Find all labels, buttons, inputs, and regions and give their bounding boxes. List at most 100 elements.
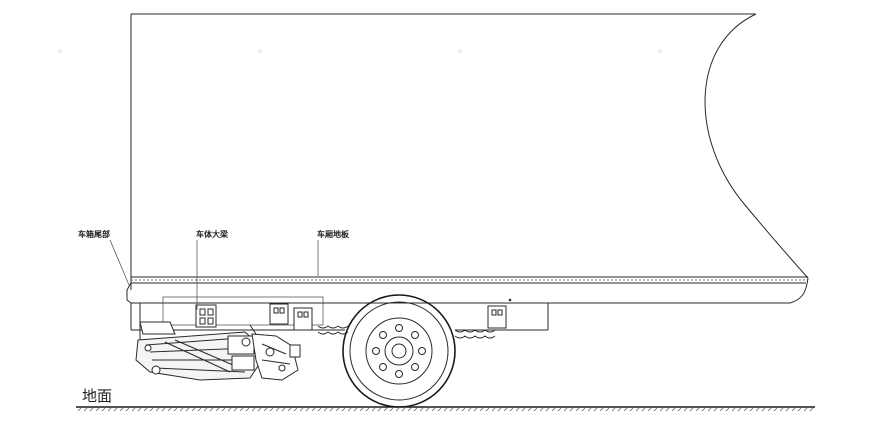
hatch-stroke xyxy=(611,406,617,412)
hatch-stroke xyxy=(503,406,509,412)
hatch-stroke xyxy=(437,406,443,412)
hatch-stroke xyxy=(329,406,335,412)
hatch-stroke xyxy=(101,406,107,412)
hatch-stroke xyxy=(791,406,797,412)
hatch-stroke xyxy=(155,406,161,412)
label-floor: 车厢地板 xyxy=(317,229,350,239)
hatch-stroke xyxy=(149,406,155,412)
hatch-stroke xyxy=(695,406,701,412)
hatch-stroke xyxy=(617,406,623,412)
hatch-stroke xyxy=(515,406,521,412)
watermark-layer: · · · · xyxy=(51,39,671,65)
hatch-stroke xyxy=(107,406,113,412)
hatch-stroke xyxy=(305,406,311,412)
hatch-stroke xyxy=(743,406,749,412)
hatch-stroke xyxy=(725,406,731,412)
hatch-stroke xyxy=(689,406,695,412)
hatch-stroke xyxy=(119,406,125,412)
label-body-beam: 车体大梁 xyxy=(196,229,229,239)
hatch-stroke xyxy=(779,406,785,412)
hatch-stroke xyxy=(323,406,329,412)
hatch-stroke xyxy=(245,406,251,412)
mounting-brackets xyxy=(195,303,507,331)
hatch-stroke xyxy=(395,406,401,412)
hatch-stroke xyxy=(341,406,347,412)
hatch-stroke xyxy=(659,406,665,412)
hatch-stroke xyxy=(755,406,761,412)
hatch-stroke xyxy=(575,406,581,412)
hatch-stroke xyxy=(605,406,611,412)
hatch-stroke xyxy=(749,406,755,412)
hatch-stroke xyxy=(593,406,599,412)
hatch-stroke xyxy=(347,406,353,412)
hatch-stroke xyxy=(461,406,467,412)
ground: 地面 xyxy=(76,387,815,412)
hatch-stroke xyxy=(653,406,659,412)
hatch-stroke xyxy=(113,406,119,412)
hatch-stroke xyxy=(455,406,461,412)
hatch-stroke xyxy=(167,406,173,412)
hatch-stroke xyxy=(389,406,395,412)
hatch-stroke xyxy=(563,406,569,412)
hatch-stroke xyxy=(587,406,593,412)
hatch-stroke xyxy=(803,406,809,412)
hatch-stroke xyxy=(359,406,365,412)
label-rear-end: 车箱尾部 xyxy=(78,229,110,239)
hatch-stroke xyxy=(545,406,551,412)
hatch-stroke xyxy=(173,406,179,412)
hatch-stroke xyxy=(557,406,563,412)
hatch-stroke xyxy=(767,406,773,412)
hatch-stroke xyxy=(671,406,677,412)
hatch-stroke xyxy=(509,406,515,412)
hatch-stroke xyxy=(191,406,197,412)
hatch-stroke xyxy=(263,406,269,412)
hatch-stroke xyxy=(623,406,629,412)
hatch-stroke xyxy=(203,406,209,412)
hatch-stroke xyxy=(221,406,227,412)
hatch-stroke xyxy=(197,406,203,412)
svg-text:·: · xyxy=(651,39,671,65)
hatch-stroke xyxy=(233,406,239,412)
hatch-stroke xyxy=(467,406,473,412)
hatch-stroke xyxy=(785,406,791,412)
hatch-stroke xyxy=(179,406,185,412)
hatch-stroke xyxy=(143,406,149,412)
hatch-stroke xyxy=(809,406,815,412)
hatch-stroke xyxy=(413,406,419,412)
hatch-stroke xyxy=(401,406,407,412)
hatch-stroke xyxy=(251,406,257,412)
hatch-stroke xyxy=(293,406,299,412)
hatch-stroke xyxy=(773,406,779,412)
hatch-stroke xyxy=(677,406,683,412)
hatch-stroke xyxy=(629,406,635,412)
hatch-stroke xyxy=(89,406,95,412)
hatch-stroke xyxy=(713,406,719,412)
hatch-stroke xyxy=(383,406,389,412)
hatch-stroke xyxy=(239,406,245,412)
hatch-stroke xyxy=(731,406,737,412)
hatch-stroke xyxy=(311,406,317,412)
hatch-stroke xyxy=(707,406,713,412)
rear-wheel xyxy=(342,294,456,408)
hatch-stroke xyxy=(761,406,767,412)
hatch-stroke xyxy=(443,406,449,412)
hatch-stroke xyxy=(377,406,383,412)
hatch-stroke xyxy=(335,406,341,412)
hatch-stroke xyxy=(473,406,479,412)
hatch-stroke xyxy=(407,406,413,412)
hatch-stroke xyxy=(797,406,803,412)
svg-text:·: · xyxy=(51,39,71,65)
svg-text:·: · xyxy=(451,39,471,65)
hatch-stroke xyxy=(425,406,431,412)
hatch-stroke xyxy=(647,406,653,412)
hatch-stroke xyxy=(569,406,575,412)
hatch-stroke xyxy=(449,406,455,412)
callout-leaders xyxy=(109,239,319,310)
hatch-stroke xyxy=(281,406,287,412)
hatch-stroke xyxy=(161,406,167,412)
hatch-stroke xyxy=(497,406,503,412)
ground-hatching xyxy=(77,406,815,412)
hatch-stroke xyxy=(665,406,671,412)
hatch-stroke xyxy=(431,406,437,412)
